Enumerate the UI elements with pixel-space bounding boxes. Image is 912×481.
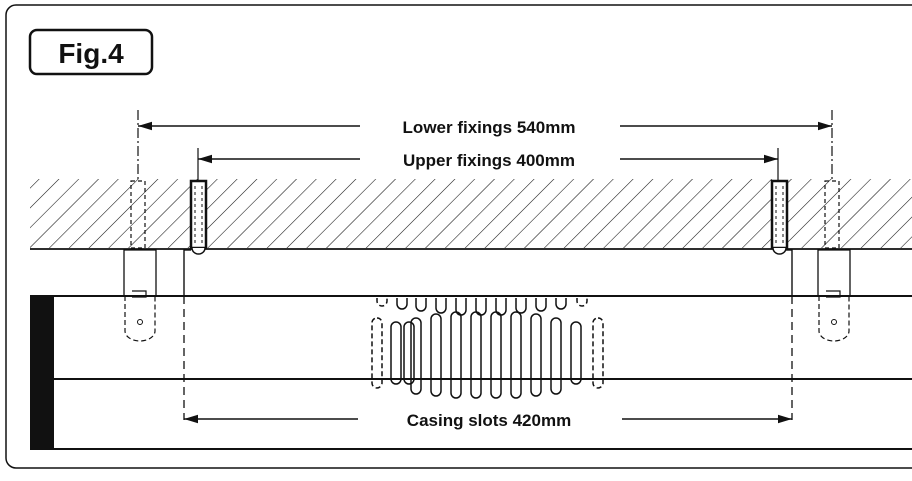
lower-fixing-left bbox=[123, 180, 157, 342]
figure-label: Fig.4 bbox=[28, 28, 154, 76]
casing-slots-dimension: Casing slots 420mm bbox=[183, 296, 793, 430]
casing-end-cap bbox=[30, 296, 54, 449]
wall bbox=[30, 179, 912, 250]
upper-fixing-left bbox=[183, 179, 208, 296]
radiator-casing bbox=[30, 295, 912, 450]
upper-fixing-right bbox=[770, 179, 793, 296]
casing-slots-label: Casing slots 420mm bbox=[407, 411, 571, 430]
upper-fixings-dimension: Upper fixings 400mm bbox=[197, 148, 779, 180]
lower-fixing-right bbox=[817, 180, 851, 342]
lower-fixings-label: Lower fixings 540mm bbox=[403, 118, 576, 137]
figure-frame bbox=[5, 4, 912, 469]
lower-fixings-dimension: Lower fixings 540mm bbox=[137, 110, 833, 180]
figure-label-text: Fig.4 bbox=[58, 38, 124, 69]
upper-fixings-label: Upper fixings 400mm bbox=[403, 151, 575, 170]
casing-slots bbox=[371, 298, 604, 399]
